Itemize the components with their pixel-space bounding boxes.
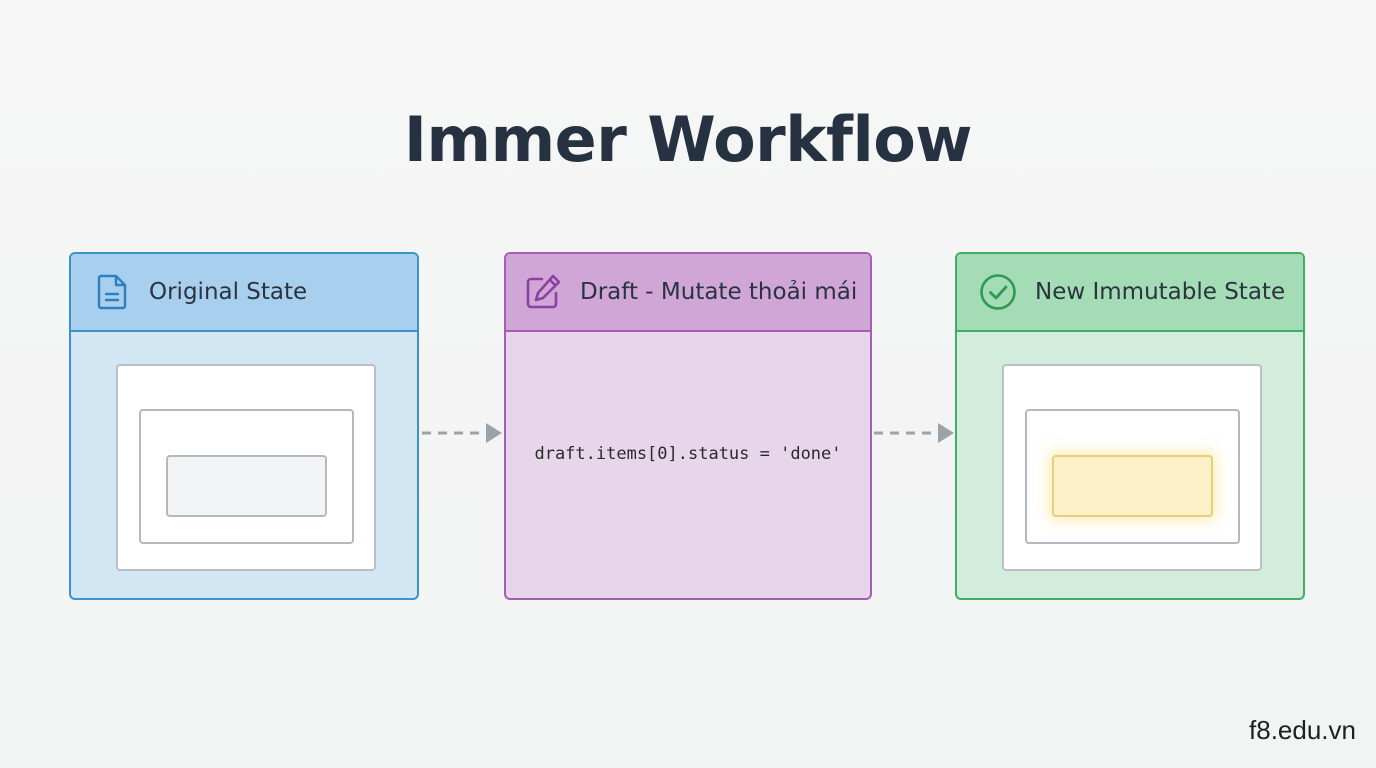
original-state-label: Original State	[149, 279, 308, 305]
arrow-draft-to-new	[874, 423, 954, 443]
watermark: f8.edu.vn	[1249, 715, 1356, 745]
new-tree-changed-item	[1052, 455, 1213, 517]
page-title: Immer Workflow	[403, 103, 973, 176]
arrow-original-to-draft	[422, 423, 502, 443]
state-tree-inner	[166, 455, 327, 517]
new-state-header: New Immutable State	[957, 254, 1303, 332]
document-icon	[93, 273, 131, 311]
draft-code-line: draft.items[0].status = 'done'	[534, 444, 842, 464]
draft-panel: Draft - Mutate thoải mái draft.items[0].…	[504, 252, 872, 600]
new-tree-middle	[1025, 409, 1240, 544]
new-state-panel: New Immutable State	[955, 252, 1305, 600]
new-tree-outer	[1002, 364, 1262, 571]
edit-icon	[524, 273, 562, 311]
state-tree-outer	[116, 364, 376, 571]
original-state-header: Original State	[71, 254, 417, 332]
original-state-panel: Original State	[69, 252, 419, 600]
new-state-label: New Immutable State	[1035, 279, 1286, 305]
state-tree-middle	[139, 409, 354, 544]
draft-header: Draft - Mutate thoải mái	[506, 254, 870, 332]
draft-label: Draft - Mutate thoải mái	[580, 279, 858, 305]
check-circle-icon	[979, 273, 1017, 311]
